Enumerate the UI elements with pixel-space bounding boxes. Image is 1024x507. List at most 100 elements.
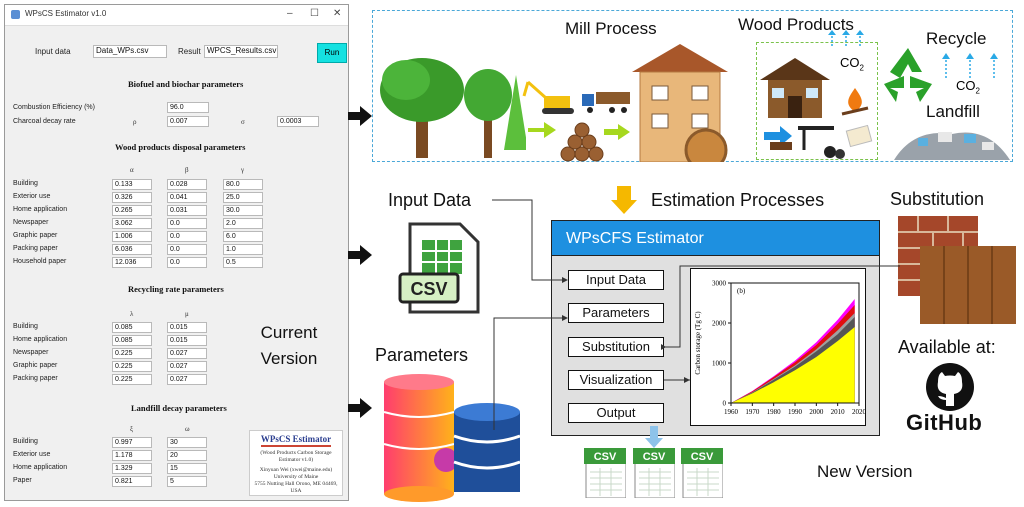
sigma-field[interactable]: 0.0003 [277,116,319,127]
param-value-field[interactable]: 1.178 [112,450,152,461]
param-value-field[interactable]: 0.265 [112,205,152,216]
param-value-field[interactable]: 0.0 [167,257,207,268]
param-value-field[interactable]: 5 [167,476,207,487]
param-value-field[interactable]: 30 [167,437,207,448]
param-value-field[interactable]: 0.0 [167,244,207,255]
param-row-label: Building [13,438,38,445]
param-value-field[interactable]: 0.0 [167,231,207,242]
param-value-field[interactable]: 30.0 [223,205,263,216]
chart-area-series [731,327,855,403]
param-value-field[interactable]: 25.0 [223,192,263,203]
arrow-right-green-icon [604,124,630,140]
minimize-icon[interactable]: – [287,8,293,19]
param-value-field[interactable]: 0.0 [167,218,207,229]
param-value-field[interactable]: 0.041 [167,192,207,203]
emission-arrows-icon [828,30,864,46]
param-value-field[interactable]: 0.5 [223,257,263,268]
co2-label-landfill: CO2 [956,78,980,96]
param-value-field[interactable]: 0.015 [167,322,207,333]
app-icon [11,10,20,19]
svg-text:CSV: CSV [691,451,714,463]
landfill-label: Landfill [926,102,980,121]
close-icon[interactable]: ✕ [333,8,342,19]
rho-field[interactable]: 0.007 [167,116,209,127]
y-tick-label: 1000 [712,360,727,368]
param-value-field[interactable]: 0.997 [112,437,152,448]
param-value-field[interactable]: 20 [167,450,207,461]
param-value-field[interactable]: 0.031 [167,205,207,216]
param-value-field[interactable]: 0.225 [112,348,152,359]
x-tick-label: 2000 [809,408,824,416]
recycling-section-title: Recycling rate parameters [128,284,224,294]
param-value-field[interactable]: 1.0 [223,244,263,255]
sawmill-icon [632,44,728,162]
maximize-icon[interactable]: ☐ [310,8,319,19]
param-value-field[interactable]: 0.821 [112,476,152,487]
y-tick-label: 2000 [712,320,727,328]
recycle-label: Recycle [926,29,987,48]
param-value-field[interactable]: 0.225 [112,374,152,385]
landfill-emission-arrows-icon [942,53,998,78]
new-version-label: New Version [817,462,913,481]
param-row-label: Newspaper [13,349,49,356]
param-value-field[interactable]: 0.027 [167,361,207,372]
campfire-icon [841,88,869,116]
wood-products-label: Wood Products [738,15,854,34]
param-row-label: Exterior use [13,451,51,458]
param-value-field[interactable]: 0.085 [112,322,152,333]
parameters-button[interactable]: Parameters [568,303,664,323]
param-symbol: λ [130,310,134,318]
arrow-down-blue-icon [645,426,663,448]
param-value-field[interactable]: 0.015 [167,335,207,346]
param-value-field[interactable]: 0.027 [167,348,207,359]
input-data-label: Input data [35,47,71,56]
logo-divider [261,445,331,447]
param-value-field[interactable]: 1.006 [112,231,152,242]
x-tick-label: 1990 [788,408,803,416]
param-value-field[interactable]: 0.326 [112,192,152,203]
x-tick-label: 1960 [724,408,739,416]
param-value-field[interactable]: 0.028 [167,179,207,190]
combustion-field[interactable]: 96.0 [167,102,209,113]
param-value-field[interactable]: 2.0 [223,218,263,229]
log-pile-icon [528,122,604,162]
substitution-label: Substitution [890,189,985,209]
param-value-field[interactable]: 12.036 [112,257,152,268]
run-button[interactable]: Run [317,43,347,63]
visualization-button[interactable]: Visualization [568,370,664,390]
param-row-label: Home application [13,336,68,343]
param-value-field[interactable]: 0.085 [112,335,152,346]
excavator-icon [522,80,574,114]
param-value-field[interactable]: 6.0 [223,231,263,242]
param-value-field[interactable]: 0.133 [112,179,152,190]
result-file-field[interactable]: WPCS_Results.csv [204,45,278,58]
substitution-button[interactable]: Substitution [568,337,664,357]
x-tick-label: 2010 [831,408,846,416]
param-value-field[interactable]: 1.329 [112,463,152,474]
param-value-field[interactable]: 6.036 [112,244,152,255]
logo-title: WPsCS Estimator [260,434,332,444]
output-button[interactable]: Output [568,403,664,423]
csv-spreadsheet-icon: CSV [398,222,480,314]
param-value-field[interactable]: 3.062 [112,218,152,229]
param-value-field[interactable]: 15 [167,463,207,474]
recycle-icon [884,48,932,102]
logo-address: 5755 Nutting Hall Orono, ME 04469, USA [254,481,338,494]
param-value-field[interactable]: 0.027 [167,374,207,385]
input-data-button[interactable]: Input Data [568,270,664,290]
logo-org: University of Maine [273,474,319,480]
estimator-title: WPsCFS Estimator [551,220,880,256]
chart-ylabel: Carbon storage (Tg C) [694,311,702,375]
svg-text:CSV: CSV [643,451,666,463]
param-value-field[interactable]: 0.225 [112,361,152,372]
result-label: Result [178,47,201,56]
current-version-label: Current Version [260,323,318,368]
wood-products-area [756,42,878,160]
input-file-field[interactable]: Data_WPs.csv [93,45,167,58]
param-row-label: Household paper [13,258,67,265]
param-row-label: Building [13,180,38,187]
param-value-field[interactable]: 80.0 [223,179,263,190]
landfill-section-title: Landfill decay parameters [131,403,227,413]
